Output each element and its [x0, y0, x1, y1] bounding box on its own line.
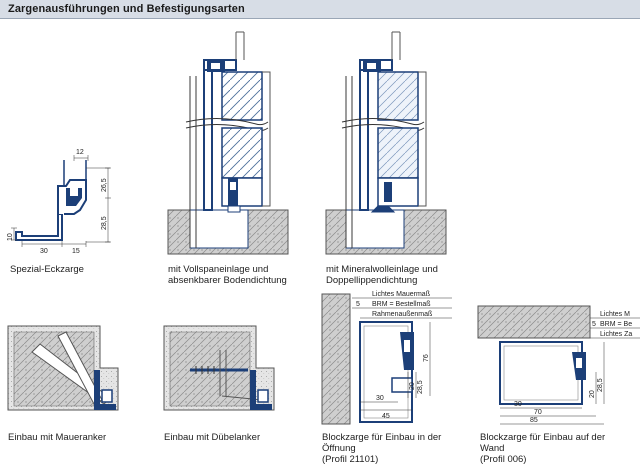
caption-block-oeffnung: Blockzarge für Einbau in der Öffnung (Pr… — [322, 432, 441, 465]
dim-26-5: 26,5 — [101, 178, 108, 192]
caption-block-wand-line1: Blockzarge für Einbau auf der — [480, 432, 606, 443]
block1-dim-28-5: 28,5 — [417, 380, 424, 394]
block1-dim-76: 76 — [423, 354, 430, 362]
caption-block-wand: Blockzarge für Einbau auf der Wand (Prof… — [480, 432, 605, 465]
caption-block-wand-line3: (Profil 006) — [480, 454, 527, 465]
vollspan-drawing — [167, 31, 289, 255]
block1-dim-5: 5 — [356, 301, 360, 308]
caption-block-oeffnung-line2: Öffnung — [322, 443, 356, 454]
block2-lichtes: Lichtes M — [600, 311, 630, 318]
blockzarge-wand-drawing: Lichtes M BRM = Be Lichtes Za 5 28,5 20 … — [477, 305, 640, 425]
caption-vollspan-line2: absenkbarer Bodendichtung — [168, 275, 287, 286]
blockzarge-oeffnung-drawing: Lichtes Mauermaß BRM = Bestellmaß Rahmen… — [321, 291, 452, 425]
block1-dim-20: 20 — [409, 382, 416, 390]
caption-block-wand-line2: Wand — [480, 443, 505, 454]
caption-maueranker-line: Einbau mit Maueranker — [8, 432, 107, 443]
block2-lichtes-zarge: Lichtes Za — [600, 331, 632, 338]
dim-15: 15 — [72, 248, 80, 255]
caption-duebel-line: Einbau mit Dübelanker — [164, 432, 261, 443]
dim-10: 10 — [7, 233, 14, 241]
block2-dim-30: 30 — [514, 401, 522, 408]
block1-rahmen: Rahmenaußenmaß — [372, 311, 432, 318]
caption-block-oeffnung-line1: Blockzarge für Einbau in der — [322, 432, 442, 443]
caption-mineral-line1: mit Mineralwolleinlage und — [326, 264, 438, 275]
caption-spezial-line: Spezial-Eckzarge — [10, 264, 84, 275]
block2-dim-70: 70 — [534, 409, 542, 416]
block2-brm: BRM = Be — [600, 321, 632, 328]
caption-duebel: Einbau mit Dübelanker — [164, 432, 260, 443]
section-header: Zargenausführungen und Befestigungsarten — [0, 0, 640, 19]
caption-vollspan-line1: mit Vollspaneinlage und — [168, 264, 269, 275]
dim-12: 12 — [76, 149, 84, 156]
block1-dim-30: 30 — [376, 395, 384, 402]
block1-dim-45: 45 — [382, 413, 390, 420]
caption-block-oeffnung-line3: (Profil 21101) — [322, 454, 379, 465]
block1-brm: BRM = Bestellmaß — [372, 301, 431, 308]
spezial-eckzarge-drawing: 12 26,5 28,5 10 30 15 — [7, 149, 111, 255]
maueranker-drawing — [7, 325, 119, 411]
block2-dim-5: 5 — [592, 321, 596, 328]
caption-maueranker: Einbau mit Maueranker — [8, 432, 106, 443]
block2-dim-85: 85 — [530, 417, 538, 424]
mineralwolle-drawing — [325, 31, 447, 255]
caption-mineral-line2: Doppellippendichtung — [326, 275, 418, 286]
dim-30: 30 — [40, 248, 48, 255]
caption-vollspan: mit Vollspaneinlage und absenkbarer Bode… — [168, 264, 287, 286]
section-title: Zargenausführungen und Befestigungsarten — [8, 3, 245, 15]
duebelanker-drawing — [163, 325, 275, 411]
block1-lichtes: Lichtes Mauermaß — [372, 291, 430, 298]
caption-mineral: mit Mineralwolleinlage und Doppellippend… — [326, 264, 438, 286]
dim-28-5: 28,5 — [101, 216, 108, 230]
caption-spezial: Spezial-Eckzarge — [10, 264, 84, 275]
block2-dim-28-5: 28,5 — [597, 378, 604, 392]
block2-dim-20: 20 — [589, 390, 596, 398]
